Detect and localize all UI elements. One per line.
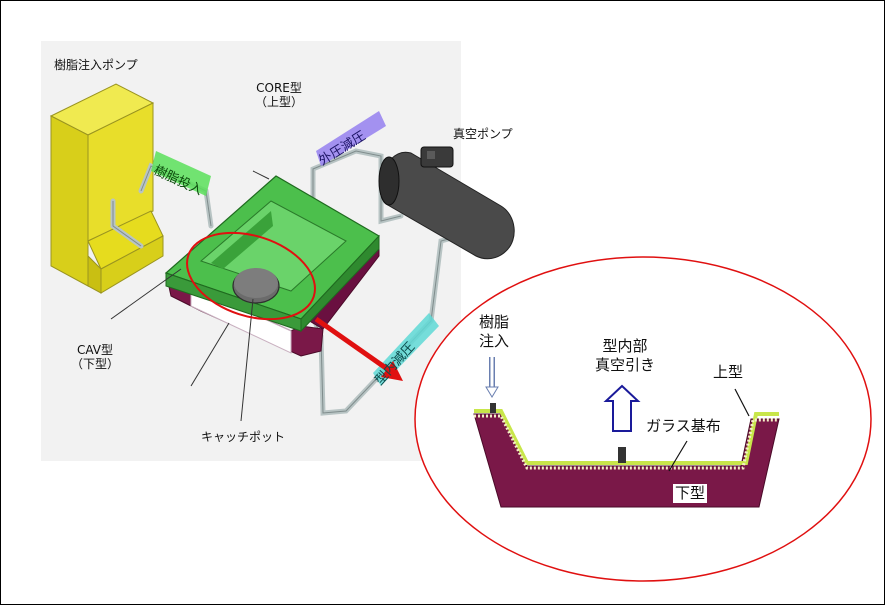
lower-mold-label: 下型 — [673, 484, 708, 503]
highlight-ellipse — [186, 231, 316, 321]
vacuum-pump-label: 真空ポンプ — [453, 127, 513, 141]
resin-injection-label: 樹脂 注入 — [479, 313, 509, 351]
vacuum-label: 型内部 真空引き — [587, 337, 663, 375]
outer-decompression-tag-shape — [316, 111, 386, 166]
resin-injection-label-line2: 注入 — [479, 332, 510, 350]
cross-section — [473, 403, 780, 508]
core-mold-label-line1: CORE型 — [256, 81, 302, 95]
cav-mold-label-line1: CAV型 — [76, 343, 114, 357]
resin-pump-label: 樹脂注入ポンプ — [54, 58, 138, 72]
vacuum-label-line2: 真空引き — [594, 356, 655, 374]
core-mold-label: CORE型 （上型） — [249, 81, 309, 109]
leader-lines — [110, 170, 270, 422]
callout-arrow — [314, 316, 403, 381]
core-mold-shape — [164, 175, 380, 333]
vacuum-arrow — [603, 384, 641, 432]
resin-input-tag-shape — [151, 151, 211, 196]
resin-injection-label-line1: 樹脂 — [479, 313, 510, 331]
resin-pump-shape — [49, 83, 164, 294]
injection-arrow — [485, 357, 499, 398]
vacuum-label-line1: 型内部 — [602, 337, 648, 355]
cav-mold-label-line2: （下型） — [70, 357, 119, 371]
cav-mold-label: CAV型 （下型） — [65, 343, 125, 371]
glass-cloth-label: ガラス基布 — [646, 417, 721, 435]
catch-pot-label: キャッチポット — [201, 430, 286, 444]
detail-leaders — [668, 388, 750, 472]
core-mold-label-line2: （上型） — [254, 95, 303, 109]
upper-mold-label: 上型 — [713, 363, 744, 381]
vacuum-pump-shape — [378, 146, 515, 260]
